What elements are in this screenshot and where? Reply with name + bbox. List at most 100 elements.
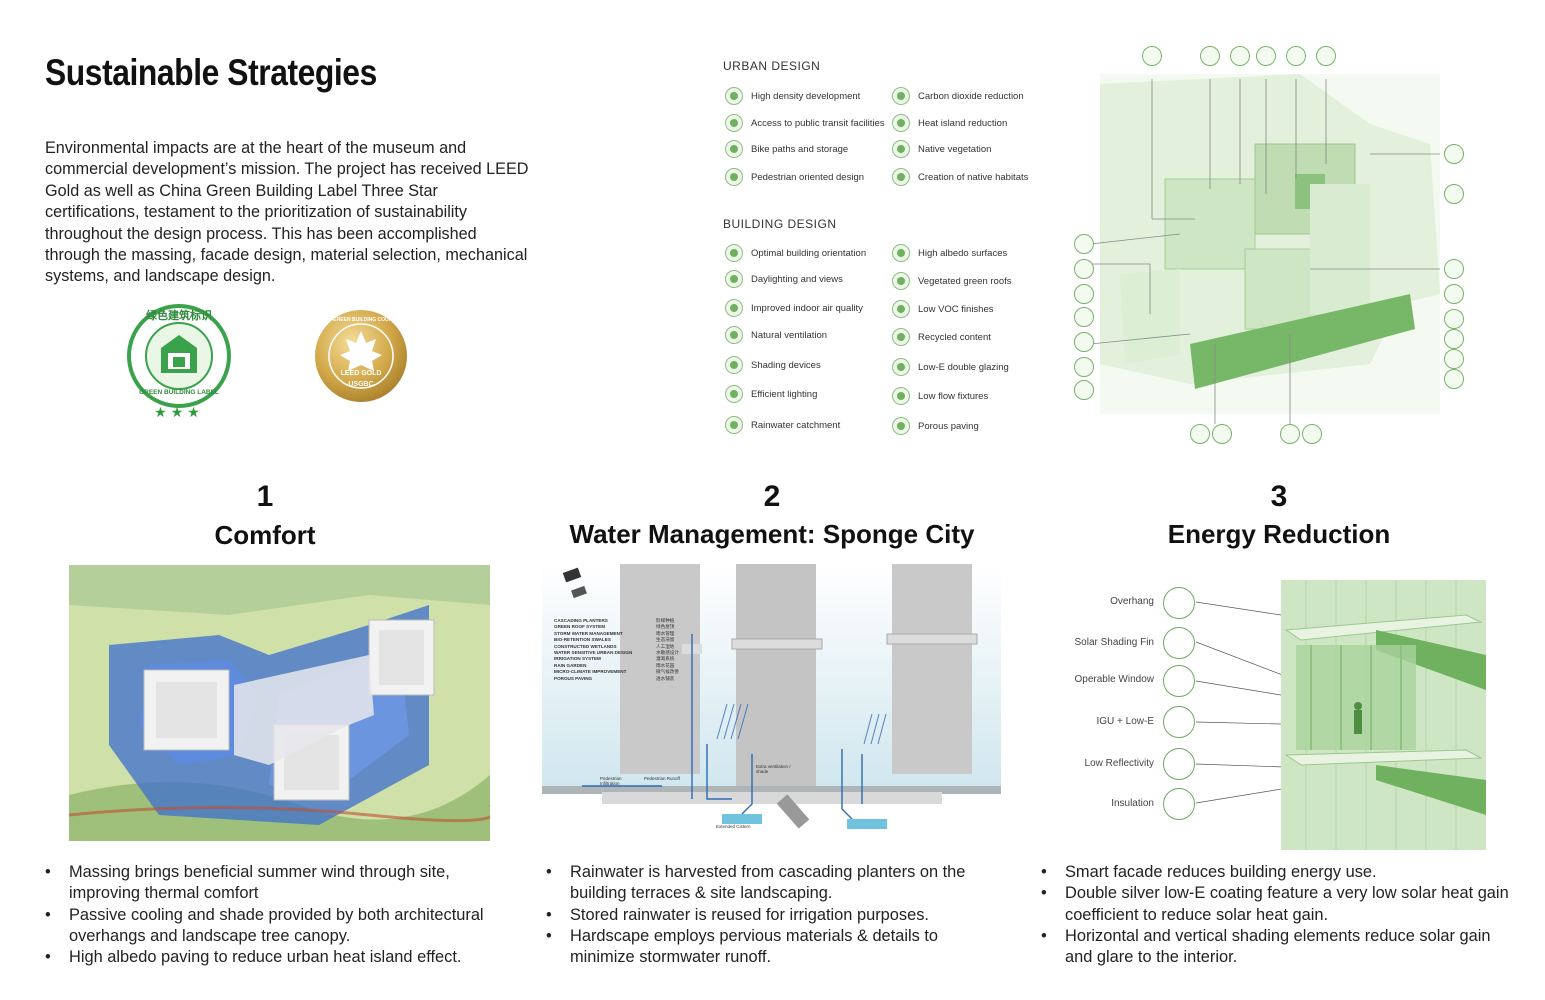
albedo-icon (892, 244, 910, 262)
list-item: Double silver low-E coating feature a ve… (1041, 883, 1511, 926)
site-heat-island-icon (1190, 424, 1210, 444)
insulation-icon (1163, 788, 1195, 820)
low-reflectivity-icon (1163, 748, 1195, 780)
legend-item: Optimal building orientation (725, 244, 866, 262)
site-porous-icon (1074, 332, 1094, 352)
ventilation-icon (725, 326, 743, 344)
site-orientation-icon (1074, 234, 1094, 254)
high-density-icon (725, 87, 743, 105)
section-1-title: Comfort (214, 520, 316, 550)
section-3-title: Energy Reduction (1167, 519, 1391, 549)
legend-item: Natural ventilation (725, 326, 827, 344)
shading-fin-icon (1163, 627, 1195, 659)
legend-item: Native vegetation (892, 140, 991, 158)
recycle-icon (892, 328, 910, 346)
legend-item: Recycled content (892, 328, 991, 346)
site-sun-icon (1280, 424, 1300, 444)
water-strategy-list: CASCADING PLANTERS GREEN ROOF SYSTEM STO… (554, 618, 633, 681)
site-shade-icon (1074, 307, 1094, 327)
site-co2-icon (1444, 369, 1464, 389)
label-operable-window: Operable Window (1074, 674, 1154, 685)
legend-item: Rainwater catchment (725, 416, 840, 434)
china-badge-english: GREEN BUILDING LABEL (139, 389, 219, 396)
co2-icon (892, 87, 910, 105)
list-item: Hardscape employs pervious materials & d… (546, 926, 1006, 969)
legend-item: Daylighting and views (725, 270, 843, 288)
label-insulation: Insulation (1111, 798, 1154, 809)
overhang-icon (1163, 587, 1195, 619)
page-title: Sustainable Strategies (45, 52, 377, 93)
list-item: Passive cooling and shade provided by bo… (45, 905, 515, 948)
faucet-icon (892, 387, 910, 405)
site-glazing-icon (1444, 329, 1464, 349)
legend-urban-heading: URBAN DESIGN (723, 59, 821, 73)
transit-icon (725, 114, 743, 132)
site-ventilation-icon (1316, 46, 1336, 66)
china-badge-stars: ★★★ (154, 404, 204, 420)
list-item: Stored rainwater is reused for irrigatio… (546, 905, 1006, 927)
water-section-diagram: CASCADING PLANTERS GREEN ROOF SYSTEM STO… (542, 564, 1001, 834)
label-overhang: Overhang (1110, 596, 1154, 607)
section-2-title: Water Management: Sponge City (569, 519, 975, 549)
water-label-ventilation: Extra ventilation / shade (756, 764, 791, 774)
site-albedo-icon (1200, 46, 1220, 66)
site-daylight-icon (1230, 46, 1250, 66)
orientation-icon (725, 244, 743, 262)
site-shading-icon (1444, 184, 1464, 204)
list-item: High albedo paving to reduce urban heat … (45, 947, 515, 969)
legend-item: Shading devices (725, 356, 821, 374)
operable-window-icon (1163, 665, 1195, 697)
bike-icon (725, 140, 743, 158)
legend-item: High density development (725, 87, 860, 105)
legend-item: Heat island reduction (892, 114, 1007, 132)
legend-item: Low-E double glazing (892, 358, 1009, 376)
rainwater-icon (725, 416, 743, 434)
legend-item: Low VOC finishes (892, 300, 994, 318)
habitat-icon (892, 168, 910, 186)
legend-item: Low flow fixtures (892, 387, 988, 405)
site-transit-icon (1444, 259, 1464, 279)
list-item: Rainwater is harvested from cascading pl… (546, 862, 1006, 905)
legend-building-heading: BUILDING DESIGN (723, 217, 837, 231)
leed-badge-org: USGBC (348, 381, 374, 388)
legend-item: Efficient lighting (725, 385, 817, 403)
site-air-icon (1074, 284, 1094, 304)
legend-item: Creation of native habitats (892, 168, 1028, 186)
site-habitat-icon (1256, 46, 1276, 66)
comfort-wind-map (68, 565, 497, 841)
green-roof-icon (892, 272, 910, 290)
site-bike-icon (1444, 144, 1464, 164)
facade-diagram (1195, 560, 1496, 850)
voc-icon (892, 300, 910, 318)
china-badge-chinese: 绿色建筑标识 (146, 310, 212, 322)
china-green-building-badge: 绿色建筑标识 GREEN BUILDING LABEL ★★★ (126, 303, 232, 423)
porous-paving-icon (892, 417, 910, 435)
igu-icon (1163, 706, 1195, 738)
site-rainwater-icon (1074, 357, 1094, 377)
legend-item: Carbon dioxide reduction (892, 87, 1024, 105)
section-3-number: 3 (1270, 480, 1288, 513)
site-pedestrian-icon (1074, 259, 1094, 279)
site-green-roof-icon (1286, 46, 1306, 66)
list-item: Horizontal and vertical shading elements… (1041, 926, 1511, 969)
facade-labels: Overhang Solar Shading Fin Operable Wind… (1040, 590, 1155, 820)
site-plan-diagram (1070, 44, 1470, 444)
section-2-number: 2 (763, 480, 781, 513)
list-item: Smart facade reduces building energy use… (1041, 862, 1511, 884)
water-label-infiltration: Pedestrian Infiltration (600, 776, 622, 786)
legend-item: High albedo surfaces (892, 244, 1007, 262)
site-vegetation-icon (1212, 424, 1232, 444)
section-1-number: 1 (256, 480, 274, 513)
legend-item: Porous paving (892, 417, 979, 435)
site-faucet-icon (1444, 284, 1464, 304)
site-tree-icon (1142, 46, 1162, 66)
intro-paragraph: Environmental impacts are at the heart o… (45, 139, 529, 286)
label-low-reflectivity: Low Reflectivity (1084, 758, 1154, 769)
tree-icon (892, 140, 910, 158)
energy-bullets: Smart facade reduces building energy use… (1041, 862, 1511, 968)
label-igu-low-e: IGU + Low-E (1096, 716, 1154, 727)
heat-island-icon (892, 114, 910, 132)
water-label-runoff: Pedestrian Runoff (644, 776, 680, 781)
site-pave-icon (1302, 424, 1322, 444)
daylight-icon (725, 270, 743, 288)
